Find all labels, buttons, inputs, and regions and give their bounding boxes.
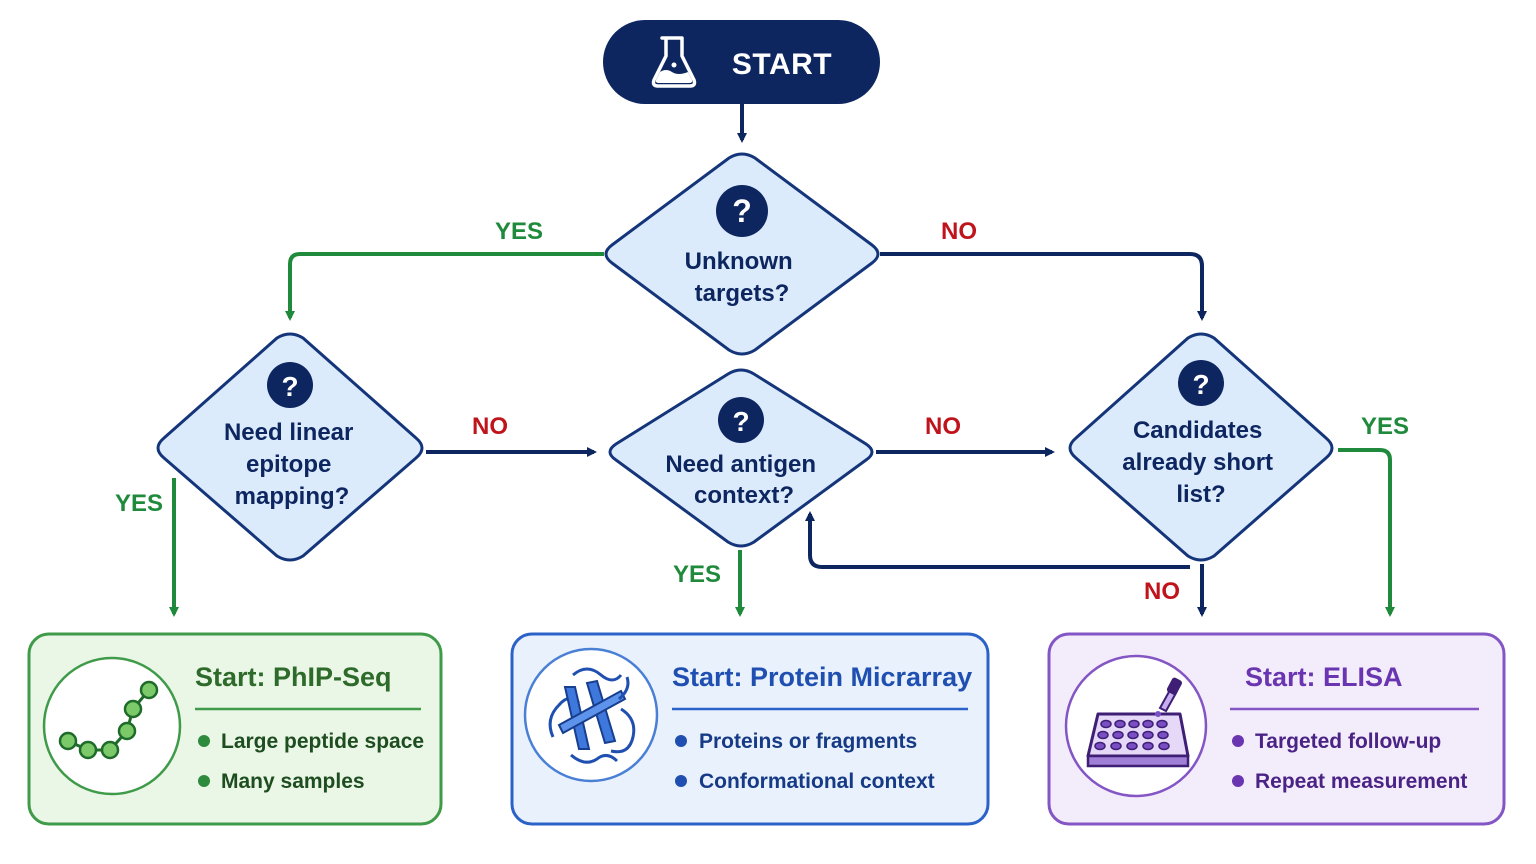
elisa-plate-icon [1086,712,1190,768]
outcome-bullet: Proteins or fragments [699,730,917,753]
decision-linear-epitope: ? Need linear epitope mapping? [156,332,424,562]
label-shortlist-yes: YES [1361,413,1409,440]
outcome-bullet: Conformational context [699,770,935,793]
decision-text: Need linear epitope mapping? [224,419,360,510]
edge-shortlist-yes [1338,448,1395,617]
question-icon: ? [1178,360,1224,406]
edge-unknown-no [880,252,1207,321]
decision-text: Need antigen context? [665,451,822,509]
start-node: START [603,20,880,104]
label-antigen-yes: YES [673,561,721,588]
outcome-title: Start: ELISA [1245,662,1403,692]
label-unknown-no: NO [941,218,977,245]
svg-text:?: ? [732,193,752,229]
question-icon: ? [718,397,764,443]
label-shortlist-no: NO [1144,578,1180,605]
svg-text:?: ? [1192,369,1209,400]
question-icon: ? [267,362,313,408]
decision-text: Candidates already short list? [1122,417,1279,508]
outcome-title: Start: PhIP-Seq [195,662,392,692]
outcome-microarray: Start: Protein Micrarray Proteins or fra… [510,632,990,826]
label-linear-yes: YES [115,490,163,517]
edge-loop-back [805,511,1190,569]
label-linear-no: NO [472,413,508,440]
decision-text: Unknown targets? [685,248,800,307]
label-antigen-no: NO [925,413,961,440]
dropper-icon [1155,677,1182,717]
flask-icon [651,36,697,88]
svg-text:?: ? [281,371,298,402]
outcome-bullet: Repeat measurement [1255,770,1467,793]
label-unknown-yes: YES [495,218,543,245]
svg-text:?: ? [732,406,749,437]
edge-unknown-yes [285,252,604,321]
outcome-bullet: Targeted follow-up [1255,730,1441,753]
protein-structure-icon [548,667,636,764]
question-icon: ? [716,185,768,237]
outcome-title: Start: Protein Micrarray [672,662,972,692]
outcome-phipseq: Start: PhIP-Seq Large peptide space Many… [27,632,443,826]
peptide-chain-icon [58,680,159,760]
start-label: START [732,48,832,81]
decision-unknown-targets: ? Unknown targets? [604,152,880,356]
outcome-bullet: Many samples [221,770,365,793]
decision-antigen-context: ? Need antigen context? [608,368,874,548]
outcome-elisa: Start: ELISA Targeted follow-up Repeat m… [1047,632,1506,826]
outcome-bullet: Large peptide space [221,730,424,753]
decision-short-list: ? Candidates already short list? [1068,332,1334,562]
